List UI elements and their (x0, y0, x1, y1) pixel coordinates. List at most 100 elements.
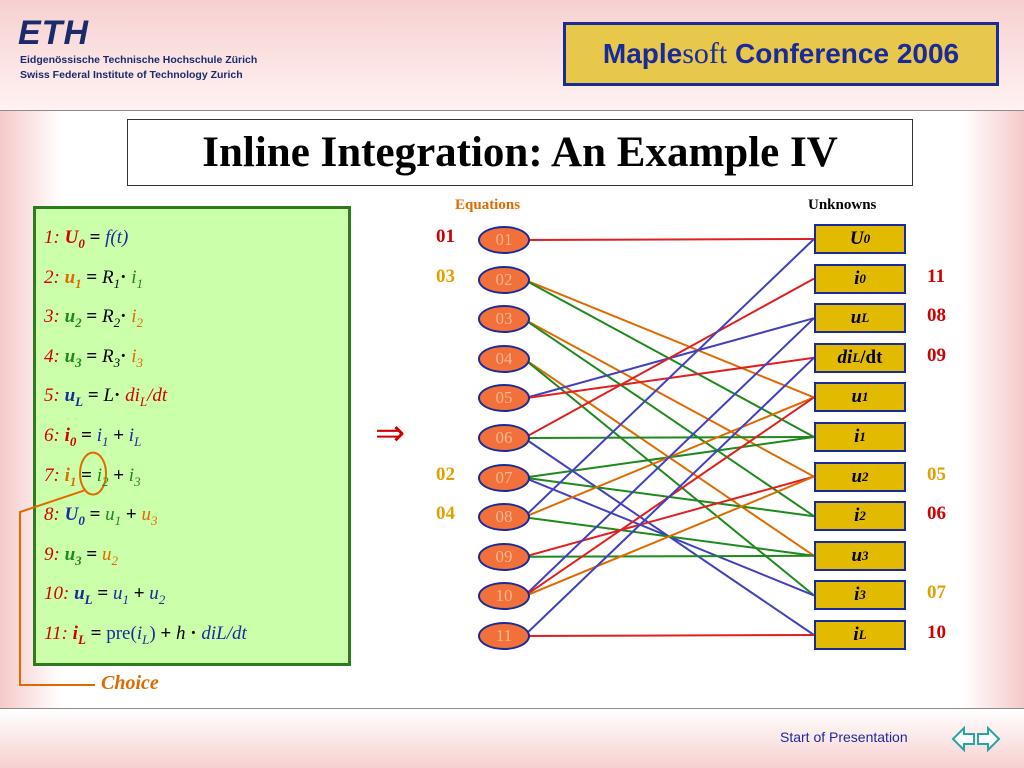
rhs-a-subscript: 1 (114, 512, 122, 528)
derivative-term: diL/dt (201, 623, 247, 644)
equation-number: 4: (44, 345, 60, 367)
assignment-edge (523, 475, 815, 598)
conference-soft: soft (682, 37, 728, 70)
unknown-subscript: L (861, 310, 870, 326)
unknown-assignment-label: 10 (927, 622, 946, 643)
dot-operator: · (120, 345, 127, 367)
rhs-b-symbol: i (131, 306, 137, 328)
footer-divider (0, 708, 1024, 709)
rhs-term-b: i1 (131, 266, 143, 291)
equation-lhs: uL (74, 583, 93, 607)
assignment-edge (523, 475, 815, 558)
lhs-subscript: 2 (75, 314, 82, 330)
unknown-assignment-label: 08 (927, 305, 946, 327)
lhs-subscript: 1 (75, 275, 82, 291)
navigation-arrows-icon[interactable] (950, 722, 1002, 756)
rhs-term-a: R1 (101, 266, 120, 291)
assignment-edge (523, 554, 815, 558)
rhs-b-symbol: i (131, 266, 137, 288)
equation-lhs: uL (64, 385, 84, 410)
rhs-term-b: i3 (131, 345, 143, 370)
rhs-a-symbol: R (101, 266, 114, 288)
dot-operator: · (190, 623, 197, 644)
unknown-subscript: L (858, 627, 867, 642)
assignment-edge (523, 318, 815, 518)
rhs-b-symbol: u (149, 583, 159, 605)
rhs-term-a: L (103, 385, 114, 406)
rhs-b-symbol: i (131, 345, 137, 367)
equation-row: 2: u1 = R1· i1 (44, 267, 143, 292)
dot-operator: · (120, 266, 127, 288)
equals-sign: = (97, 583, 109, 605)
equals-sign: = (86, 266, 98, 288)
rhs-b-symbol: u (141, 504, 151, 526)
unknown-symbol: u (851, 465, 863, 487)
unknown-assignment-label: 06 (927, 503, 946, 525)
equation-lhs: U0 (64, 504, 85, 528)
equation-number: 5: (44, 385, 60, 407)
unknown-subscript: 0 (859, 270, 866, 286)
rhs-term-a: u1 (105, 504, 122, 528)
lhs-symbol: i (64, 425, 70, 446)
footer-band (0, 709, 1024, 768)
rhs-a-symbol: L (103, 385, 115, 407)
lhs-symbol: u (64, 385, 76, 407)
rhs-b-subscript: 2 (136, 314, 143, 330)
plus-sign: + (113, 425, 125, 446)
lhs-subscript: 1 (69, 473, 77, 489)
equation-node: 11 (478, 622, 530, 650)
equations-panel (33, 206, 351, 666)
lhs-symbol: U (64, 504, 79, 526)
rhs-b-subscript: L (134, 433, 142, 449)
choice-highlight-ring (79, 451, 107, 496)
plus-sign: + (125, 504, 137, 526)
unknown-subscript: 1 (862, 389, 869, 405)
rhs-b-symbol: i (128, 464, 135, 486)
lhs-subscript: 0 (69, 433, 77, 449)
assignment-edge (523, 277, 815, 439)
unknown-symbol: u (851, 544, 863, 566)
equation-node: 07 (478, 463, 530, 492)
equation-node: 02 (478, 265, 530, 294)
rhs-a-symbol: u (112, 583, 123, 605)
lhs-subscript: 0 (78, 235, 85, 251)
equals-sign: = (86, 543, 98, 565)
equals-sign: = (89, 504, 101, 526)
start-of-presentation-link[interactable]: Start of Presentation (780, 729, 908, 745)
equals-sign: = (86, 345, 98, 367)
equation-rhs: u2 (102, 544, 118, 568)
equation-number: 9: (44, 543, 60, 565)
equation-row: 3: u2 = R2· i2 (44, 306, 143, 331)
lhs-subscript: L (75, 394, 84, 410)
rhs-b-symbol: i (128, 425, 135, 446)
lhs-symbol: u (64, 543, 76, 565)
plus-sign: + (160, 623, 172, 644)
unknown-assignment-label: 09 (927, 344, 946, 366)
rhs-b-subscript: 3 (134, 473, 141, 489)
rhs-term-a: iL (137, 623, 150, 647)
equation-row: 5: uL = L· diL/dt (44, 385, 167, 410)
rhs-term-a: u1 (112, 583, 129, 607)
lhs-subscript: 3 (75, 354, 82, 370)
equation-lhs: u1 (65, 267, 82, 291)
unknown-symbol: U (849, 228, 864, 249)
equals-sign: = (81, 425, 92, 446)
equations-header: Equations (455, 197, 521, 213)
rhs-term-a: i2 (97, 465, 109, 489)
plus-sign: + (113, 464, 125, 486)
choice-label: Choice (101, 672, 159, 694)
institution-name-de: Eidgenössische Technische Hochschule Zür… (20, 54, 258, 66)
unknown-symbol: i (854, 426, 860, 447)
equation-node: 08 (478, 503, 530, 532)
equation-lhs: i0 (64, 425, 77, 449)
rhs-b-subscript: 3 (150, 512, 158, 528)
lhs-symbol: i (64, 464, 70, 486)
rhs-a-symbol: u (105, 504, 115, 526)
equation-row: 7: i1 = i2 + i3 (44, 465, 141, 490)
slide-title-box: Inline Integration: An Example IV (127, 119, 913, 186)
lhs-symbol: u (64, 306, 76, 328)
